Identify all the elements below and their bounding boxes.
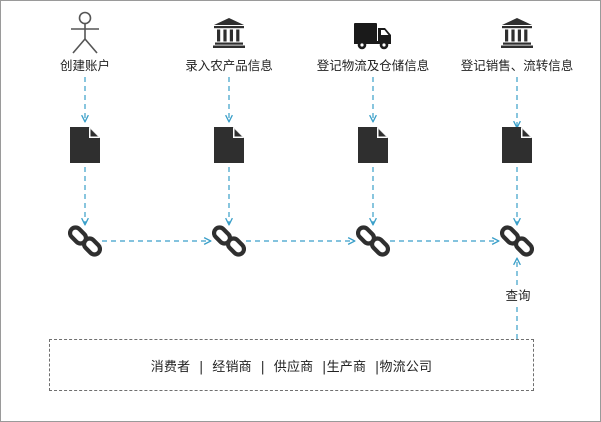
document-icon — [70, 127, 100, 163]
document-icon — [214, 127, 244, 163]
document-icon — [358, 127, 388, 163]
bank-building-icon — [501, 18, 533, 48]
chain-link-icon — [212, 225, 246, 257]
step-label-enter-product-info: 录入农产品信息 — [185, 58, 273, 73]
roles-box: 消费者 | 经销商 | 供应商 |生产商 |物流公司 — [49, 339, 534, 391]
document-icon — [502, 127, 532, 163]
step-label-create-account: 创建账户 — [59, 58, 111, 73]
roles-text: 消费者 | 经销商 | 供应商 |生产商 |物流公司 — [150, 359, 433, 375]
chain-link-icon — [68, 225, 102, 257]
query-label: 查询 — [504, 288, 532, 304]
delivery-truck-icon — [354, 23, 391, 50]
user-outline-icon — [71, 11, 99, 54]
step-label-register-logistics: 登记物流及仓储信息 — [316, 58, 430, 73]
chain-link-icon — [500, 225, 534, 257]
step-label-register-sales: 登记销售、流转信息 — [460, 58, 574, 73]
chain-link-icon — [356, 225, 390, 257]
bank-building-icon — [213, 18, 245, 48]
